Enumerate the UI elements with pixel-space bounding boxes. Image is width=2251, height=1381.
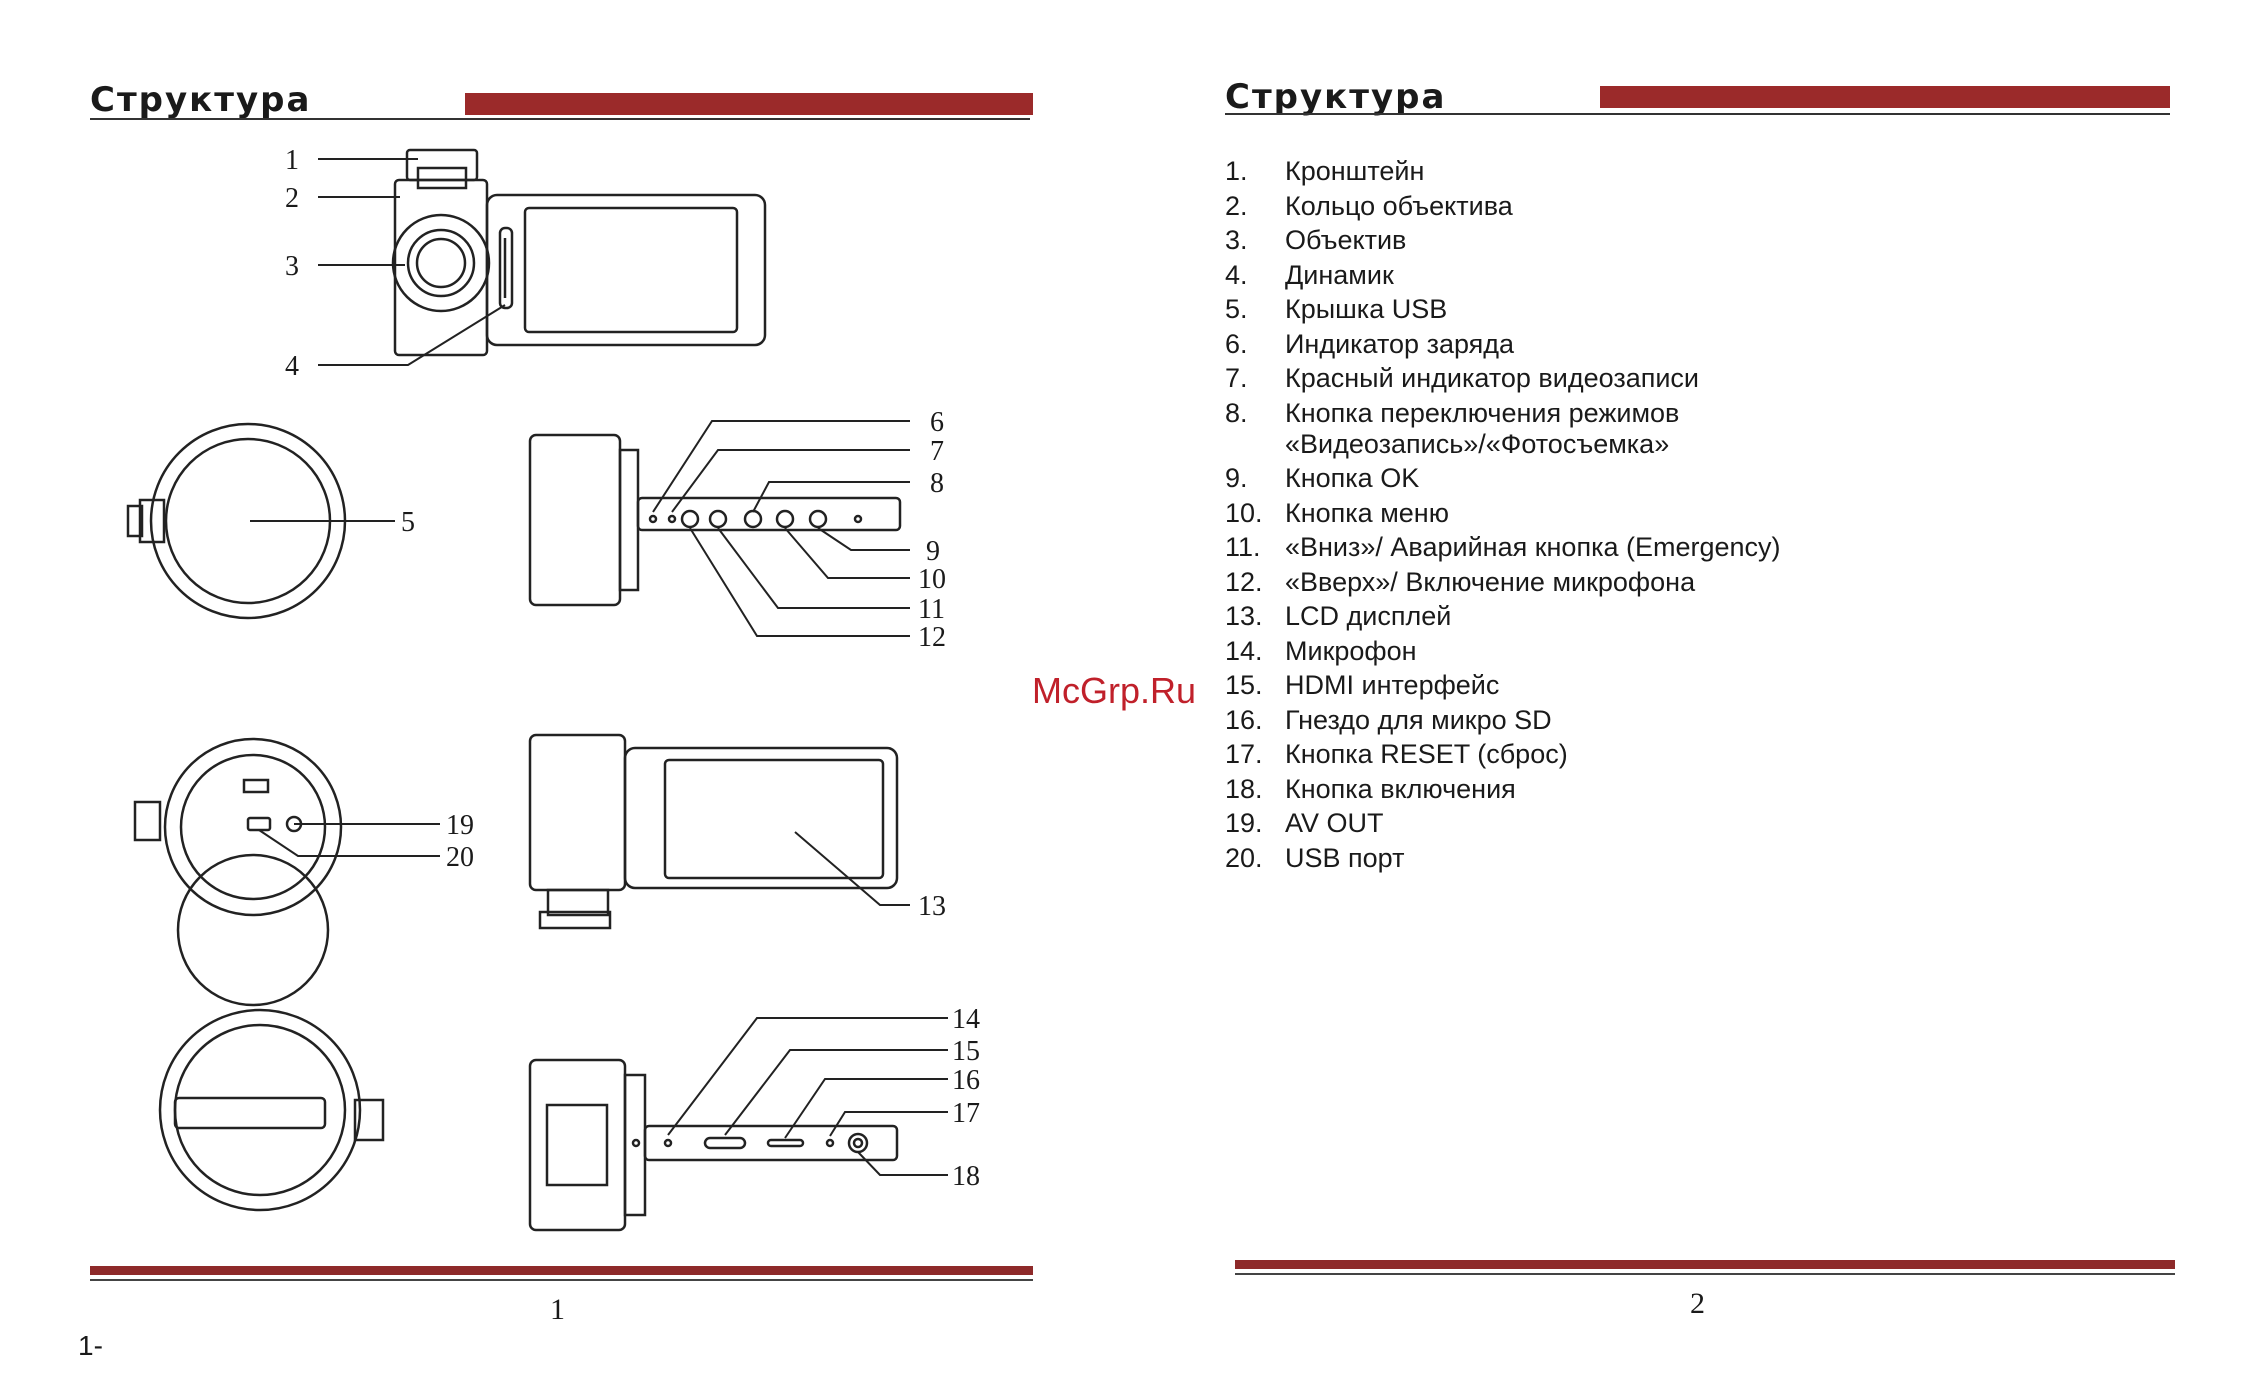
list-item: 20.USB порт [1225,842,1405,873]
side-view-ports [133,737,343,1007]
callout-6: 6 [930,407,944,438]
right-page: Структура 1.Кронштейн 2.Кольцо объектива… [1130,0,2251,1381]
top-view-buttons [528,433,902,607]
callout-18: 18 [952,1161,980,1192]
callout-1: 1 [285,145,299,176]
callout-8: 8 [930,468,944,499]
list-item: 7.Красный индикатор видеозаписи [1225,363,1700,393]
footer-line [1235,1273,2175,1275]
list-item: 9.Кнопка OK [1225,463,1420,493]
bottom-view-ports [528,1058,899,1232]
title-rule [1225,113,2170,115]
list-item: 5.Крышка USB [1225,294,1448,324]
callout-16: 16 [952,1065,980,1096]
page-number: 1 [550,1293,565,1326]
callout-14: 14 [952,1004,980,1035]
list-item: 10.Кнопка меню [1225,497,1449,528]
callout-5: 5 [401,507,415,538]
list-item: 17.Кнопка RESET (сброс) [1225,739,1568,769]
list-item: 19.AV OUT [1225,808,1384,838]
list-item: 3.Объектив [1225,225,1407,255]
title-accent-bar [1600,86,2170,108]
parts-list: 1.Кронштейн 2.Кольцо объектива 3.Объекти… [1225,156,1781,877]
footer-bar [1235,1260,2175,1269]
list-item: 16.Гнездо для микро SD [1225,704,1552,735]
callout-11: 11 [918,594,945,625]
margin-mark: 1- [78,1330,103,1361]
callout-17: 17 [952,1098,980,1129]
list-item: 13.LCD дисплей [1225,601,1452,631]
footer-bar [90,1266,1033,1275]
callout-3: 3 [285,251,299,282]
callout-20: 20 [446,842,474,873]
list-item: 15.HDMI интерфейс [1225,670,1500,700]
callout-12: 12 [918,622,946,653]
callout-numbers: 1 2 3 4 5 6 7 8 9 10 11 12 13 14 15 16 1… [285,145,980,1192]
left-page: Структура [0,0,1120,1381]
leader-lines [250,158,948,1176]
watermark: McGrp.Ru [1032,670,1197,711]
list-item: 2.Кольцо объектива [1225,190,1513,221]
callout-4: 4 [285,351,299,382]
list-item: 14.Микрофон [1225,635,1417,666]
list-item: 4.Динамик [1225,259,1394,290]
title-rule [90,118,1030,120]
bottom-view-round [158,1008,385,1212]
callout-10: 10 [918,564,946,595]
side-view-lcd [528,733,899,930]
callout-2: 2 [285,183,299,214]
page-number: 2 [1690,1287,1705,1320]
callout-9: 9 [926,536,940,567]
list-item: 1.Кронштейн [1225,156,1425,186]
callout-7: 7 [930,436,944,467]
list-item: 6.Индикатор заряда [1225,328,1515,359]
title-accent-bar [465,93,1033,115]
callout-15: 15 [952,1036,980,1067]
list-item: 12.«Вверх»/ Включение микрофона [1225,566,1696,597]
list-item: 8.Кнопка переключения режимов «Видеозапи… [1225,397,1680,459]
list-item: 11.«Вниз»/ Аварийная кнопка (Emergency) [1225,532,1781,562]
page-title: Структура [90,80,312,120]
front-view-drawing [391,148,767,357]
callout-13: 13 [918,891,946,922]
page-title: Структура [1225,77,1447,117]
footer-line [90,1279,1033,1281]
device-diagram: 1 2 3 4 5 6 7 8 9 10 11 12 13 14 15 16 1… [126,145,980,1232]
callout-19: 19 [446,810,474,841]
list-item: 18.Кнопка включения [1225,773,1516,804]
